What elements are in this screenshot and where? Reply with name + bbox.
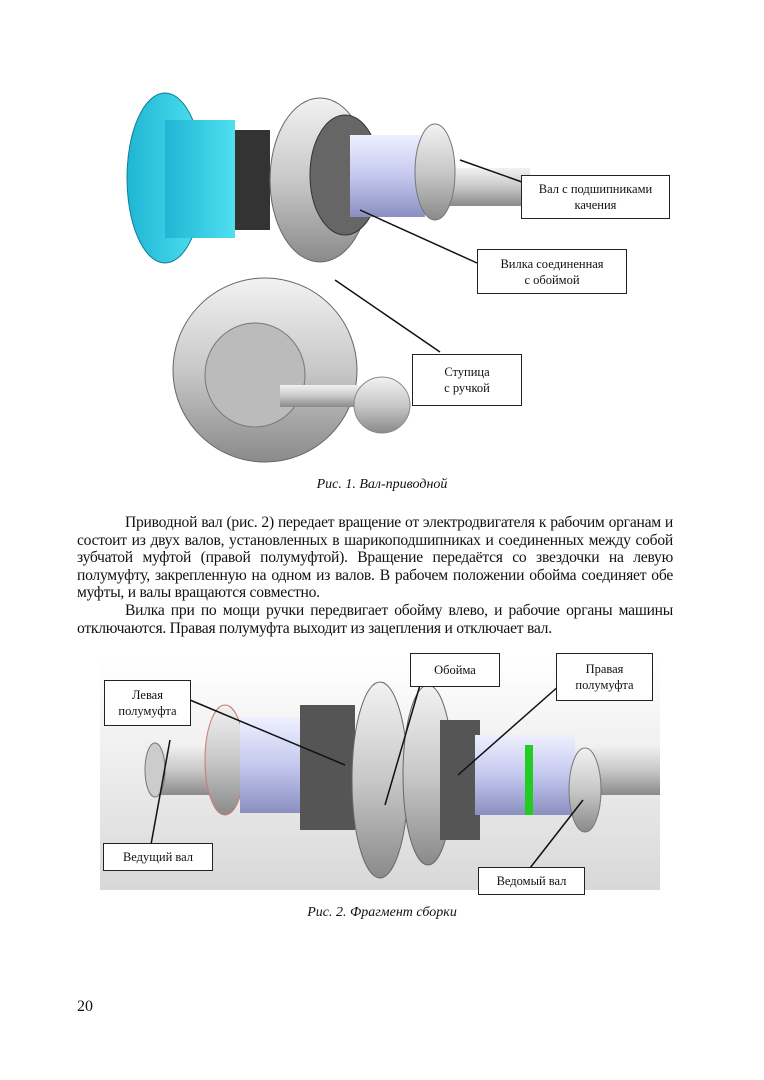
label-driving-shaft: Ведущий вал	[103, 843, 213, 871]
label-right-half-coupling: Правая полумуфта	[556, 653, 653, 701]
label-left-half-coupling: Левая полумуфта	[104, 680, 191, 726]
page-number: 20	[77, 998, 93, 1015]
label-hub-with-handle: Ступица с ручкой	[412, 354, 522, 406]
body-text: Приводной вал (рис. 2) передает вращение…	[77, 514, 673, 637]
paragraph: Приводной вал (рис. 2) передает вращение…	[77, 514, 673, 602]
figure1-caption: Рис. 1. Вал-приводной	[316, 477, 448, 492]
label-fork-with-cage: Вилка соединенная с обоймой	[477, 249, 627, 294]
figure2-drawing	[100, 660, 660, 890]
figure2-caption: Рис. 2. Фрагмент сборки	[307, 905, 457, 920]
label-driven-shaft: Ведомый вал	[478, 867, 585, 895]
paragraph: Вилка при по мощи ручки передвигает обой…	[77, 601, 673, 637]
label-cage: Обойма	[410, 653, 500, 687]
label-shaft-with-bearings: Вал с подшипниками качения	[521, 175, 670, 219]
figure1-drawing	[126, 92, 530, 463]
